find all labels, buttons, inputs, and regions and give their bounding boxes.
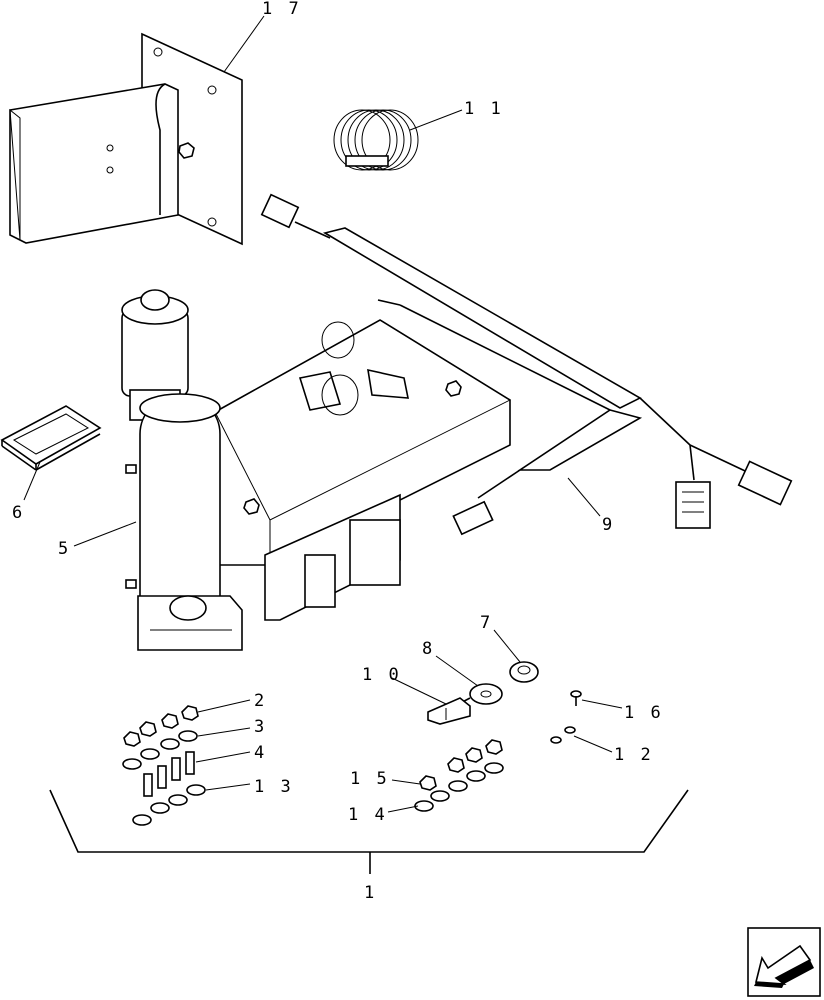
leader-lines <box>23 15 689 874</box>
rivet <box>570 690 582 706</box>
hardware-group-left <box>122 705 206 826</box>
callout-17: 1 7 <box>262 0 302 19</box>
small-screws <box>550 726 576 744</box>
ring-terminal <box>454 683 503 707</box>
callout-9: 9 <box>602 515 615 535</box>
callout-5: 5 <box>58 539 71 559</box>
callout-10: 1 0 <box>362 665 402 685</box>
back-arrow-icon[interactable] <box>747 927 821 997</box>
callout-15: 1 5 <box>350 769 390 789</box>
callout-4: 4 <box>254 743 267 763</box>
callout-8: 8 <box>422 639 435 659</box>
actuator-assembly <box>121 289 512 651</box>
callout-7: 7 <box>480 613 493 633</box>
callout-13: 1 3 <box>254 777 294 797</box>
callout-14: 1 4 <box>348 805 388 825</box>
callout-16: 1 6 <box>624 703 664 723</box>
grommet <box>509 661 539 683</box>
callout-6: 6 <box>12 503 25 523</box>
mounting-bracket <box>9 32 243 246</box>
callout-3: 3 <box>254 717 267 737</box>
callout-11: 1 1 <box>464 99 504 119</box>
callout-2: 2 <box>254 691 267 711</box>
wiring-harness <box>260 193 793 536</box>
connector-clip <box>427 697 471 725</box>
hardware-group-right <box>414 739 504 812</box>
callout-1: 1 <box>364 883 377 903</box>
callout-labels: 1 7 1 1 6 5 9 7 8 1 0 1 6 1 2 2 3 4 1 3 … <box>12 0 664 903</box>
coiled-harness <box>333 109 419 171</box>
callout-12: 1 2 <box>614 745 654 765</box>
label-card <box>0 405 102 471</box>
